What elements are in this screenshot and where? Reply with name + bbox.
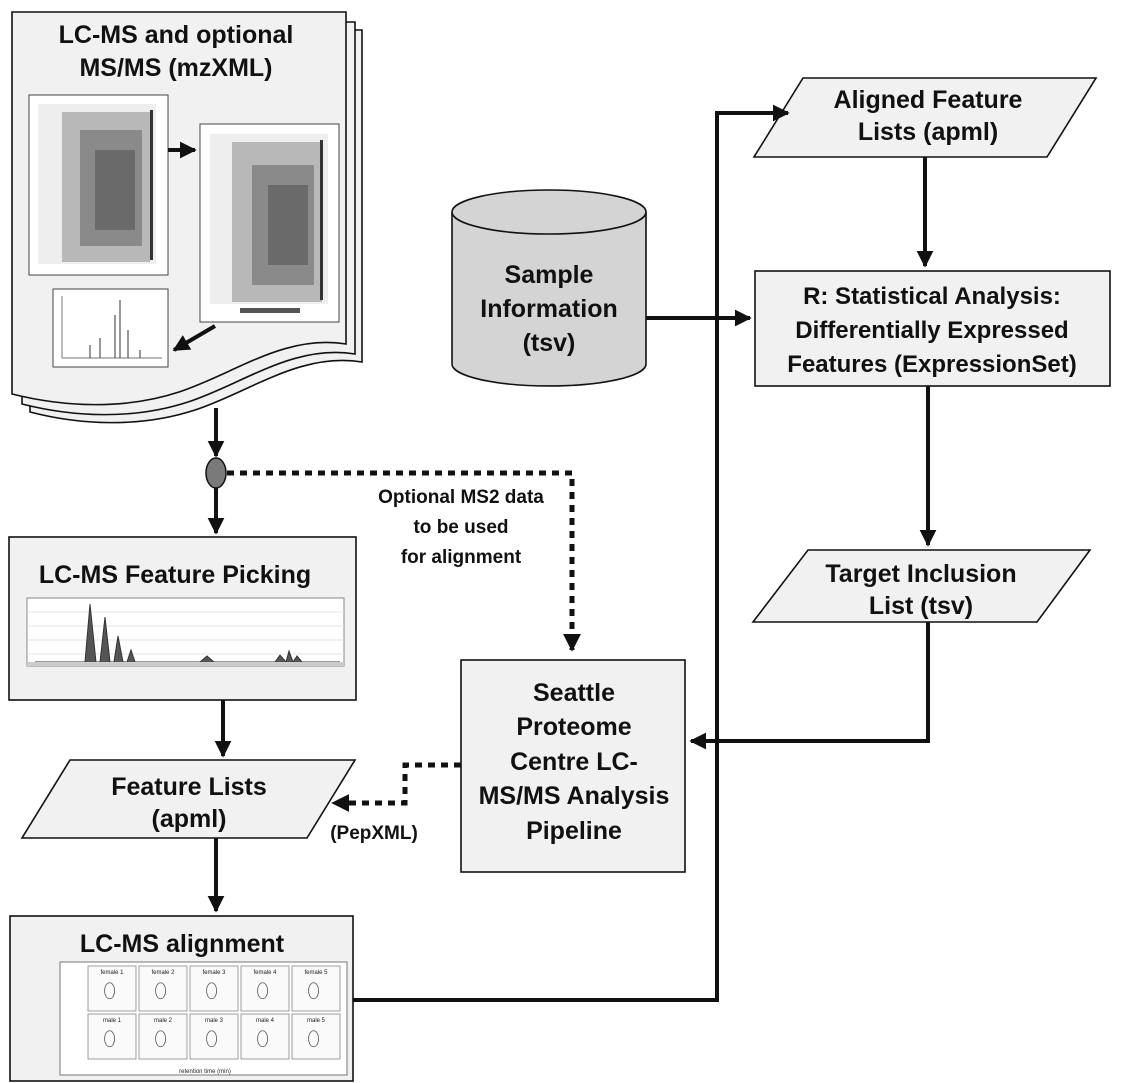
- alignment-panel-feature-ellipse: [308, 1030, 320, 1048]
- statistical-analysis-label-line2: Differentially Expressed: [795, 317, 1068, 344]
- target-inclusion-list-label-line1: Target Inclusion: [825, 560, 1016, 588]
- aligned-feature-lists-label-line1: Aligned Feature: [834, 86, 1023, 114]
- ms-heatmap-thumbnail-1: [28, 94, 169, 276]
- alignment-panel-frame: [291, 965, 341, 1012]
- alignment-panel-label: female 3: [202, 970, 226, 976]
- aligned-feature-lists-node: Aligned Feature Lists (apml): [752, 77, 1098, 158]
- pepxml-label: (PepXML): [330, 823, 418, 844]
- alignment-panel: male 1: [87, 1013, 137, 1060]
- alignment-panel-frame: [240, 1013, 290, 1060]
- thumbnail-arrow-down-left: [172, 324, 217, 352]
- alignment-panel-label: male 1: [103, 1018, 122, 1024]
- pipeline-label-line3: Centre LC-: [510, 748, 638, 776]
- alignment-panel-feature-ellipse: [206, 1030, 218, 1048]
- alignment-panel: female 2: [138, 965, 188, 1012]
- target-inclusion-list-label-line2: List (tsv): [869, 592, 973, 620]
- alignment-panel-label: male 5: [307, 1018, 326, 1024]
- pipeline-label-line5: Pipeline: [526, 817, 622, 845]
- alignment-panel-label: male 2: [154, 1018, 173, 1024]
- alignment-panel-feature-ellipse: [104, 982, 115, 1000]
- alignment-panel-feature-ellipse: [155, 982, 167, 1000]
- pipeline-label-line1: Seattle: [533, 679, 615, 707]
- alignment-panel: female 4: [240, 965, 290, 1012]
- alignment-panel-frame: [87, 965, 137, 1012]
- alignment-panel: female 5: [291, 965, 341, 1012]
- ms2-spectrum-thumbnail: [52, 288, 169, 368]
- alignment-panel-frame: [189, 1013, 239, 1060]
- feature-picking-node: LC-MS Feature Picking: [8, 536, 357, 701]
- feature-lists-node: Feature Lists (apml): [20, 759, 357, 839]
- alignment-panel-frame: [87, 1013, 137, 1060]
- alignment-panel-label: female 2: [151, 970, 175, 976]
- pipeline-node: Seattle Proteome Centre LC- MS/MS Analys…: [460, 659, 686, 873]
- alignment-panel-label: female 1: [100, 970, 124, 976]
- optional-ms2-label-line1: Optional MS2 data: [378, 487, 544, 508]
- sample-information-label-line3: (tsv): [523, 329, 576, 357]
- chromatogram-thumbnail: [26, 597, 345, 667]
- alignment-panel-label: female 4: [253, 970, 277, 976]
- alignment-panel-frame: [189, 965, 239, 1012]
- target-inclusion-list-node: Target Inclusion List (tsv): [751, 549, 1092, 623]
- optional-ms2-label: Optional MS2 data to be used for alignme…: [378, 487, 544, 568]
- ms-heatmap-thumbnail-2: [199, 123, 340, 323]
- alignment-panel-frame: [240, 965, 290, 1012]
- lcms-input-label-line2: MS/MS (mzXML): [79, 54, 272, 82]
- lcms-input-label-line1: LC-MS and optional: [59, 21, 294, 49]
- alignment-panel-frame: [138, 965, 188, 1012]
- alignment-panel-label: male 4: [256, 1018, 275, 1024]
- alignment-panel-feature-ellipse: [257, 1030, 269, 1048]
- alignment-panel-frame: [291, 1013, 341, 1060]
- alignment-panel-feature-ellipse: [257, 982, 269, 1000]
- statistical-analysis-node: R: Statistical Analysis: Differentially …: [754, 270, 1111, 387]
- sample-information-label-line2: Information: [480, 295, 618, 323]
- feature-lists-label-line1: Feature Lists: [111, 773, 267, 801]
- alignment-label: LC-MS alignment: [80, 930, 285, 958]
- sample-information-label-line1: Sample: [505, 261, 594, 289]
- arrow-target-list-to-pipeline: [689, 622, 930, 750]
- lcms-input-document: LC-MS and optional MS/MS (mzXML): [11, 11, 363, 424]
- dotted-arrow-pepxml: [331, 762, 461, 812]
- optional-ms2-label-line3: for alignment: [401, 547, 522, 568]
- alignment-panel-feature-ellipse: [155, 1030, 167, 1048]
- optional-ms2-label-line2: to be used: [413, 517, 508, 538]
- dotted-arrow-optional-ms2: [227, 470, 581, 652]
- feature-lists-label-line2: (apml): [152, 805, 227, 833]
- alignment-panel: female 3: [189, 965, 239, 1012]
- alignment-panel: male 3: [189, 1013, 239, 1060]
- alignment-panel-label: male 3: [205, 1018, 224, 1024]
- pipeline-label-line4: MS/MS Analysis: [479, 782, 670, 810]
- sample-information-node: Sample Information (tsv): [451, 189, 647, 387]
- alignment-panel: male 5: [291, 1013, 341, 1060]
- statistical-analysis-label-line3: Features (ExpressionSet): [787, 351, 1076, 378]
- alignment-panel: male 2: [138, 1013, 188, 1060]
- aligned-feature-lists-label-line2: Lists (apml): [858, 118, 998, 146]
- alignment-x-axis-label: retention time (min): [179, 1069, 231, 1075]
- alignment-panel-label: female 5: [304, 970, 328, 976]
- alignment-panel-feature-ellipse: [308, 982, 320, 1000]
- alignment-panel-feature-ellipse: [104, 1030, 115, 1048]
- alignment-panel-frame: [138, 1013, 188, 1060]
- alignment-node: LC-MS alignment female 1 female 2 female 3…: [9, 915, 354, 1082]
- alignment-panel: male 4: [240, 1013, 290, 1060]
- arrow-alignment-to-aligned-lists: [353, 104, 790, 1002]
- feature-picking-label: LC-MS Feature Picking: [39, 561, 311, 589]
- junction-node: [205, 457, 227, 489]
- alignment-panel-feature-ellipse: [206, 982, 218, 1000]
- pipeline-label-line2: Proteome: [516, 713, 631, 741]
- alignment-panel: female 1: [87, 965, 137, 1012]
- statistical-analysis-label-line1: R: Statistical Analysis:: [803, 283, 1061, 310]
- alignment-panels: female 1 female 2 female 3 female 4 female 5…: [87, 965, 341, 1060]
